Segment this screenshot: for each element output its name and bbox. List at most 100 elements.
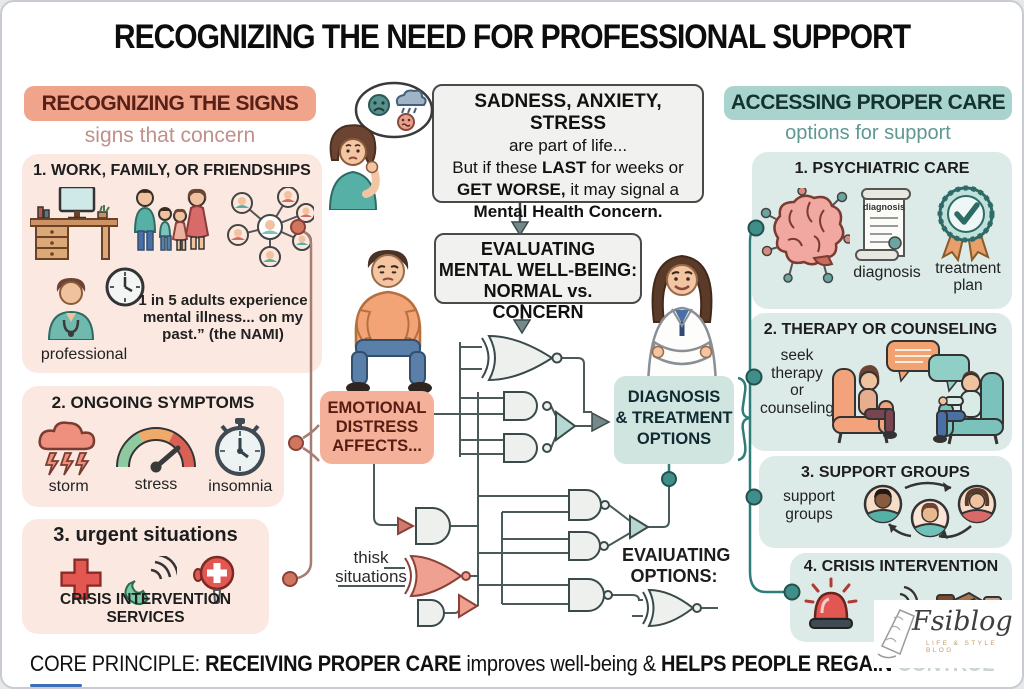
right-column-header: ACCESSING PROPER CARE: [724, 86, 1012, 120]
evaluating-wellbeing-box: EVALUATING MENTAL WELL-BEING: NORMAL vs.…: [434, 233, 642, 322]
salmon-logic-gates: [397, 516, 479, 619]
section1-heading: 1. WORK, FAMILY, OR FRIENDSHIPS: [33, 162, 311, 179]
statistic-line2: mental illness... on my: [142, 309, 304, 326]
stress-gauge-icon: [115, 427, 196, 473]
watermark-logo: Fsiblog LIFE & STYLE BLOG: [874, 600, 1020, 668]
statistic-line3: past.” (the NAMI): [162, 326, 284, 343]
section3-icon-row: [56, 553, 239, 609]
professional-label: professional: [40, 346, 128, 363]
section3-heading: 3. urgent situations: [53, 524, 238, 546]
evaluate-line3: NORMAL vs. CONCERN: [483, 281, 593, 322]
diagnosis-line3: OPTIONS: [636, 430, 712, 448]
gray-logic-gates: [415, 334, 702, 628]
family-icon: [133, 188, 210, 251]
rsection4-heading: 4. CRISIS INTERVENTION: [803, 558, 999, 575]
thought-bubble-icon: [368, 89, 427, 131]
left-connector-dots: [282, 219, 306, 587]
distress-line1: EMOTIONAL: [327, 399, 427, 417]
rsection2-heading: 2. THERAPY OR COUNSELING: [763, 321, 998, 338]
crisis-services-label: CRISIS INTERVENTION SERVICES: [59, 591, 232, 626]
treatment-plan-label: treatment plan: [928, 260, 1008, 294]
seek-note-line1: seek: [780, 347, 814, 364]
seek-therapy-note: seek therapy or counseling: [757, 347, 837, 417]
section2-heading: 2. ONGOING SYMPTOMS: [51, 393, 255, 412]
stress-item: stress: [115, 417, 197, 496]
doctor-illustration: [646, 254, 718, 394]
footer-bold2: HELPS PEOPLE REGAIN: [661, 652, 898, 677]
insomnia-label: insomnia: [208, 478, 273, 495]
left-column-subtitle: signs that concern: [84, 124, 256, 147]
intro-line4: GET WORSE, it may signal a: [434, 179, 702, 201]
social-network-icon: [227, 187, 314, 267]
intro-line3-pre: But if these: [452, 158, 543, 177]
phone-call-icon: [124, 556, 177, 605]
page-title: RECOGNIZING THE NEED FOR PROFESSIONAL SU…: [113, 18, 911, 56]
seek-note-line2: therapy: [771, 364, 823, 382]
section-urgent-situations: 3. urgent situations CRISIS INTERVENTION…: [22, 519, 269, 634]
diagnosis-treatment-box: DIAGNOSIS & TREATMENT OPTIONS: [614, 376, 734, 464]
therapy-session-illustration: [832, 340, 1004, 445]
right-connector-lines: [667, 226, 788, 594]
rsection1-heading: 1. PSYCHIATRIC CARE: [794, 160, 970, 177]
seek-note-line3: or: [790, 382, 804, 399]
left-connector-lines: [297, 228, 320, 580]
intro-line4-bold: GET WORSE,: [456, 180, 566, 199]
siren-cross-icon: [193, 555, 235, 604]
professional-icon: [42, 276, 100, 345]
stress-label: stress: [134, 476, 178, 493]
options-note-line2: OPTIONS:: [630, 566, 718, 586]
insomnia-item: insomnia: [208, 417, 272, 496]
section-therapy-counseling: 2. THERAPY OR COUNSELING seek therapy or…: [749, 313, 1012, 451]
evaluate-line1: EVALUATING: [480, 239, 596, 259]
evaluating-options-note: EVAIUATING OPTIONS:: [622, 545, 731, 587]
storm-cloud-icon: [38, 421, 95, 476]
section-ongoing-symptoms: 2. ONGOING SYMPTOMS storm: [22, 386, 284, 507]
right-connector-dots: [661, 219, 801, 601]
intro-line3-bold: LAST: [542, 158, 587, 177]
footer-mid: improves well-being &: [461, 652, 661, 677]
seek-note-line4: counseling: [759, 399, 835, 417]
logo-caption: LIFE & STYLE BLOG: [926, 640, 998, 654]
diagnosis-line1: DIAGNOSIS: [627, 388, 721, 406]
intro-line3-rest: for weeks or: [586, 158, 684, 177]
diagnosis-scroll-icon: diagnosis: [855, 188, 911, 261]
treatment-label-line1: treatment: [935, 260, 1001, 277]
risk-note-line2: situations: [335, 567, 407, 586]
risk-note-line1: thisk: [353, 548, 389, 567]
teal-buffer-gates: [555, 410, 650, 540]
distress-line2: DISTRESS: [335, 418, 419, 436]
support-group-avatars-icon: [863, 481, 997, 539]
thinking-woman-illustration: [328, 81, 434, 210]
section-work-family-friendships: 1. WORK, FAMILY, OR FRIENDSHIPS: [22, 154, 322, 373]
diagnosis-line2: & TREATMENT: [615, 409, 733, 427]
section-support-groups: 3. SUPPORT GROUPS support groups: [759, 456, 1012, 548]
scroll-diagnosis-text: diagnosis: [863, 202, 905, 212]
risk-situations-note: thisk situations: [330, 548, 412, 586]
right-column-subtitle: options for support: [785, 122, 951, 144]
logo-sketch-icon: [877, 609, 915, 659]
intro-line2: are part of life...: [508, 136, 628, 155]
evaluate-line2: MENTAL WELL-BEING:: [438, 260, 638, 280]
border-accent: [30, 684, 82, 687]
storm-item: storm: [34, 417, 104, 496]
section2-icon-row: storm stress: [28, 417, 278, 496]
storm-label: storm: [48, 478, 89, 495]
treatment-badge-icon: [937, 185, 995, 263]
statistic-text: 1 in 5 adults experience mental illness.…: [130, 292, 316, 343]
intro-line3: But if these LAST for weeks or: [434, 157, 702, 179]
distress-line3: AFFECTS...: [332, 437, 422, 455]
options-note-line1: EVAIUATING: [622, 545, 731, 565]
stopwatch-icon: [215, 418, 266, 476]
left-column-header: RECOGNIZING THE SIGNS: [24, 86, 316, 121]
diagnosis-label: diagnosis: [853, 264, 921, 281]
logo-name: Fsiblog: [912, 606, 1013, 637]
sad-man-illustration: [346, 250, 432, 394]
statistic-bold: 1 in 5: [138, 292, 177, 309]
clock-icon: [104, 266, 146, 313]
intro-line5: Mental Health Concern.: [473, 202, 663, 221]
brain-network-icon: [760, 188, 850, 284]
support-groups-note: support groups: [769, 488, 849, 523]
core-principle-text: CORE PRINCIPLE: RECEIVING PROPER CARE im…: [2, 652, 1022, 678]
intro-line4-rest: it may signal a: [565, 180, 679, 199]
